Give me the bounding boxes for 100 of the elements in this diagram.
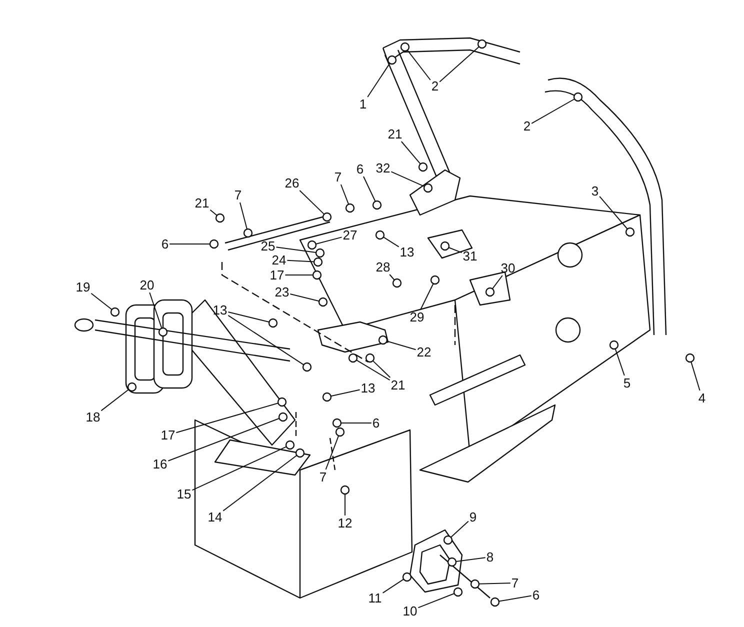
fastener-icon [402, 572, 412, 582]
callout-number: 20 [138, 278, 156, 292]
callout-number: 4 [697, 390, 707, 406]
leader-line [420, 283, 434, 310]
callout-number: 13 [398, 244, 416, 260]
leader-line [90, 292, 112, 310]
leader-line [690, 361, 700, 391]
callout-number: 5 [622, 376, 632, 390]
callout-number: 7 [233, 188, 243, 202]
fastener-icon [110, 307, 120, 317]
callout-number: 6 [355, 162, 365, 176]
callout-number: 22 [416, 344, 432, 360]
fastener-icon [485, 287, 495, 297]
callout-number: 6 [160, 236, 170, 252]
leader-line [382, 236, 400, 248]
leader-line [299, 190, 325, 215]
fastener-icon [345, 203, 355, 213]
callout-number: 21 [194, 196, 210, 210]
leader-line [389, 274, 395, 280]
leader-line [367, 62, 390, 98]
fastener-icon [573, 92, 583, 102]
leader-line [418, 593, 455, 608]
fastener-icon [400, 42, 410, 52]
leader-line [340, 184, 350, 205]
leader-line [276, 246, 316, 253]
fastener-icon [490, 597, 500, 607]
callout-number: 7 [510, 576, 520, 590]
leader-line [100, 388, 130, 412]
fastener-icon [332, 418, 342, 428]
leader-line [222, 454, 298, 512]
callout-number: 21 [390, 378, 406, 392]
fastener-icon [312, 270, 322, 280]
fastener-icon [315, 248, 325, 258]
leader-line [210, 209, 218, 216]
fastener-icon [609, 340, 619, 350]
callout-number: 29 [408, 310, 426, 324]
callout-number: 23 [274, 284, 290, 300]
leader-line [498, 595, 532, 602]
leader-line [450, 520, 469, 538]
fastener-icon [318, 297, 328, 307]
leader-line [456, 557, 486, 562]
leader-line [286, 260, 314, 262]
leader-line [492, 275, 503, 290]
fastener-icon [127, 382, 137, 392]
callout-number: 11 [367, 590, 383, 606]
leader-line [340, 422, 372, 424]
callout-number: 9 [468, 510, 478, 524]
callout-number: 27 [342, 228, 358, 242]
fastener-icon [277, 397, 287, 407]
fastener-icon [365, 353, 375, 363]
callout-number: 30 [500, 260, 516, 276]
fastener-icon [307, 240, 317, 250]
fastener-icon [209, 239, 219, 249]
callout-number: 3 [590, 184, 600, 198]
fastener-icon [477, 39, 487, 49]
fastener-icon [447, 557, 457, 567]
callout-number: 8 [485, 550, 495, 564]
callout-number: 31 [462, 248, 478, 264]
fastener-icon [322, 392, 332, 402]
fastener-icon [348, 353, 358, 363]
callout-number: 10 [402, 604, 418, 618]
leader-line [400, 141, 421, 164]
leader-line [228, 314, 304, 366]
fastener-icon [313, 257, 323, 267]
fastener-icon [470, 579, 480, 589]
leader-line [478, 582, 511, 584]
fastener-icon [268, 318, 278, 328]
leader-line [406, 50, 431, 80]
callout-number: 6 [371, 416, 381, 430]
callout-number: 1 [358, 96, 368, 112]
leader-line [176, 402, 279, 434]
leader-line [386, 340, 416, 350]
fastener-icon [215, 213, 225, 223]
callout-number: 26 [284, 176, 300, 190]
callout-number: 15 [176, 486, 192, 502]
leader-line [240, 202, 248, 230]
leader-line [382, 578, 404, 594]
callout-number: 28 [374, 260, 392, 274]
leader-line [363, 176, 376, 202]
fastener-icon [378, 335, 388, 345]
fastener-icon [443, 535, 453, 545]
leader-line [284, 274, 314, 276]
fastener-icon [285, 440, 295, 450]
fastener-icon [430, 275, 440, 285]
leader-line [372, 360, 391, 378]
leader-line [599, 196, 628, 230]
fastener-icon [158, 327, 168, 337]
callout-number: 17 [160, 428, 176, 442]
fastener-icon [295, 448, 305, 458]
leader-line [614, 348, 625, 376]
callout-number: 21 [386, 126, 404, 142]
leader-line [344, 494, 346, 516]
leader-line [149, 292, 162, 329]
fastener-icon [625, 227, 635, 237]
callout-number: 18 [84, 410, 102, 424]
fastener-icon [335, 427, 345, 437]
callout-number: 14 [206, 510, 224, 524]
fastener-icon [453, 587, 463, 597]
leader-line [356, 360, 390, 381]
fastener-icon [392, 278, 402, 288]
